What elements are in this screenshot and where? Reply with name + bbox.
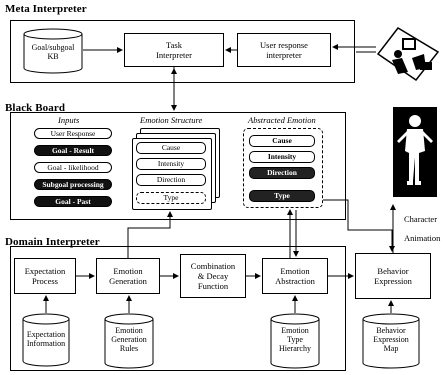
emotion-generation-rules-label: Emotion Generation Rules xyxy=(111,326,147,353)
arrow-generation-to-structure xyxy=(127,211,173,258)
emotion-type-hierarchy-database: Emotion Type Hierarchy xyxy=(270,313,320,369)
goal-kb-database: Goal/subgoal KB xyxy=(23,28,83,74)
database-cylinder-icon xyxy=(362,313,420,369)
emotion-structure-cause: Cause xyxy=(136,142,206,154)
user-at-computer-image xyxy=(376,24,440,82)
black-board-frame xyxy=(10,112,346,220)
user-response-interpreter-box: User response interpreter xyxy=(237,33,331,67)
inputs-label: Inputs xyxy=(58,115,80,125)
meta-interpreter-frame xyxy=(10,20,355,83)
emotion-generation-box: Emotion Generation xyxy=(96,258,160,294)
database-cylinder-icon xyxy=(22,313,70,367)
character-figure-image xyxy=(393,107,437,197)
emotion-generation-rules-database: Emotion Generation Rules xyxy=(104,313,154,369)
input-goal-past: Goal - Past xyxy=(34,196,112,207)
user-figure-icon xyxy=(376,27,440,82)
animation-label: Animation xyxy=(404,233,441,243)
expectation-information-database: Expectation Information xyxy=(22,313,70,367)
expectation-information-label: Expectation Information xyxy=(26,330,66,348)
abstracted-emotion-cause: Cause xyxy=(249,135,315,147)
emotion-structure-type: Type xyxy=(136,192,206,204)
emotion-type-hierarchy-label: Emotion Type Hierarchy xyxy=(279,326,311,353)
expectation-process-box: Expectation Process xyxy=(14,258,76,294)
emotion-structure-direction: Direction xyxy=(136,174,206,186)
input-goal-likelihood: Goal - likelihood xyxy=(34,162,112,173)
abstracted-emotion-intensity: Intensity xyxy=(249,151,315,163)
arrow-abstracted-to-behavior xyxy=(323,199,395,252)
abstracted-emotion-label: Abstracted Emotion xyxy=(248,115,316,125)
emotion-abstraction-box: Emotion Abstraction xyxy=(262,258,328,294)
input-user-response: User Response xyxy=(34,128,112,139)
database-cylinder-icon xyxy=(23,28,83,74)
goal-kb-label: Goal/subgoal KB xyxy=(31,43,75,61)
database-cylinder-icon xyxy=(270,313,320,369)
behavior-expression-map-database: Behavior Expression Map xyxy=(362,313,420,369)
task-interpreter-box: Task Interpreter xyxy=(124,33,224,67)
character-figure-icon xyxy=(397,115,433,185)
character-label: Character xyxy=(404,214,438,224)
input-goal-result: Goal - Result xyxy=(34,145,112,156)
abstracted-emotion-type: Type xyxy=(249,190,315,202)
domain-interpreter-title: Domain Interpreter xyxy=(5,236,100,248)
emotion-structure-intensity: Intensity xyxy=(136,158,206,170)
domain-interpreter-frame xyxy=(10,246,346,371)
emotion-structure-label: Emotion Structure xyxy=(140,115,203,125)
combination-decay-box: Combination & Decay Function xyxy=(180,254,246,298)
abstracted-emotion-direction: Direction xyxy=(249,167,315,179)
black-board-title: Black Board xyxy=(5,102,66,114)
meta-interpreter-title: Meta Interpreter xyxy=(5,3,87,15)
input-subgoal-processing: Subgoal processing xyxy=(34,179,112,190)
behavior-expression-box: Behavior Expression xyxy=(355,253,431,299)
behavior-expression-map-label: Behavior Expression Map xyxy=(373,326,409,353)
database-cylinder-icon xyxy=(104,313,154,369)
